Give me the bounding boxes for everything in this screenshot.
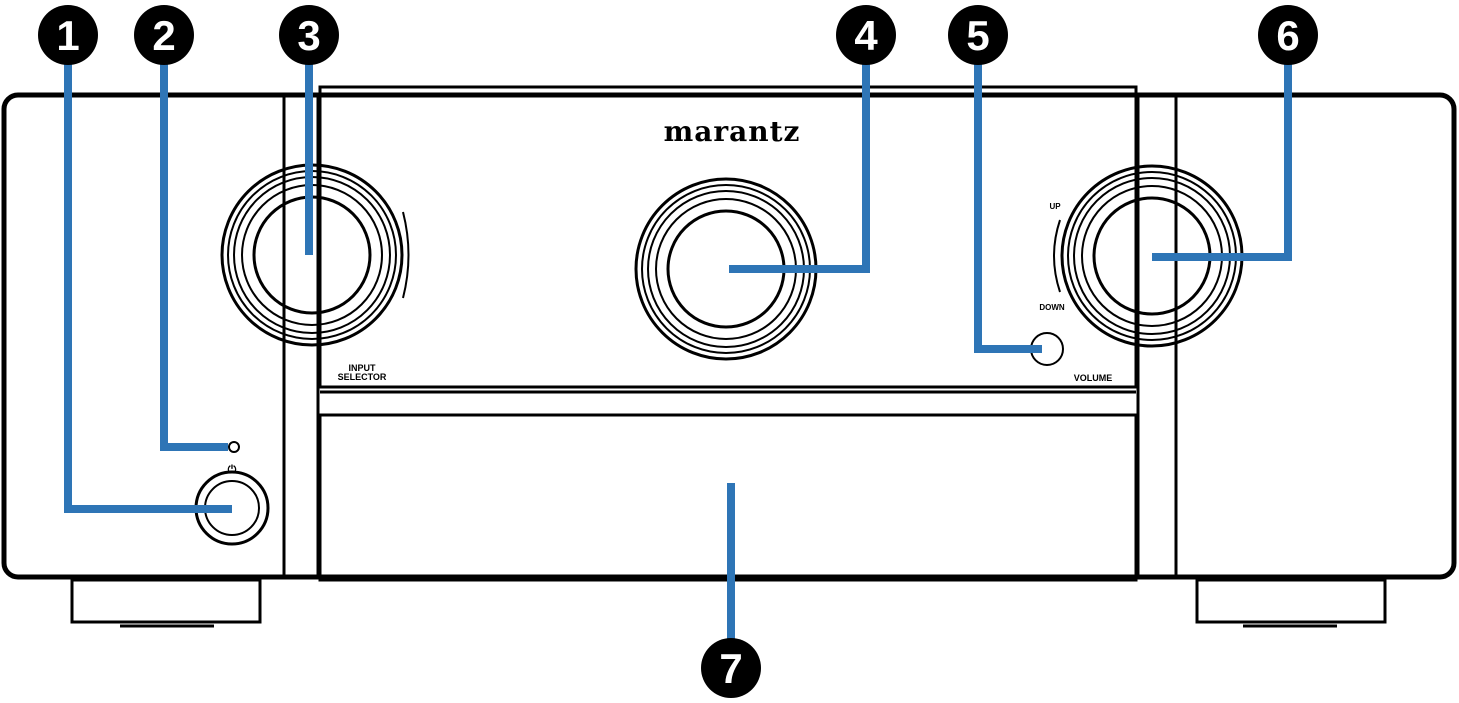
input-selector-label-line1: INPUT [349, 363, 377, 373]
input-selector-arc [402, 211, 410, 299]
power-symbol: ⏻ [228, 463, 237, 476]
svg-text:4: 4 [854, 12, 878, 59]
volume-label: VOLUME [1074, 373, 1113, 383]
callout-line-2 [160, 55, 228, 451]
callout-badge-1: 1 [38, 5, 98, 65]
right-foot [1195, 578, 1387, 628]
svg-text:1: 1 [56, 12, 79, 59]
volume-up-label: UP [1049, 202, 1061, 211]
callout-badge-6: 6 [1258, 5, 1318, 65]
svg-text:5: 5 [966, 12, 989, 59]
center-upper-panel [318, 85, 1138, 389]
left-foot [70, 578, 262, 628]
svg-text:3: 3 [297, 12, 320, 59]
input-selector-label-line2: SELECTOR [338, 372, 387, 382]
callout-line-5 [974, 55, 1042, 353]
callout-badge-5: 5 [948, 5, 1008, 65]
callout-line-1 [64, 55, 232, 513]
power-indicator-led [228, 441, 240, 453]
callout-line-6 [1152, 55, 1292, 261]
callout-lines [64, 55, 1292, 648]
svg-text:7: 7 [719, 645, 742, 692]
svg-text:6: 6 [1276, 12, 1299, 59]
callout-badge-3: 3 [279, 5, 339, 65]
volume-down-label: DOWN [1039, 303, 1065, 312]
callout-line-4 [729, 55, 870, 273]
brand-logo: marantz [664, 115, 801, 148]
svg-text:2: 2 [152, 12, 175, 59]
callout-badge-4: 4 [836, 5, 896, 65]
volume-arc [1053, 219, 1061, 293]
callout-badge-7: 7 [701, 638, 761, 698]
callout-badge-2: 2 [134, 5, 194, 65]
